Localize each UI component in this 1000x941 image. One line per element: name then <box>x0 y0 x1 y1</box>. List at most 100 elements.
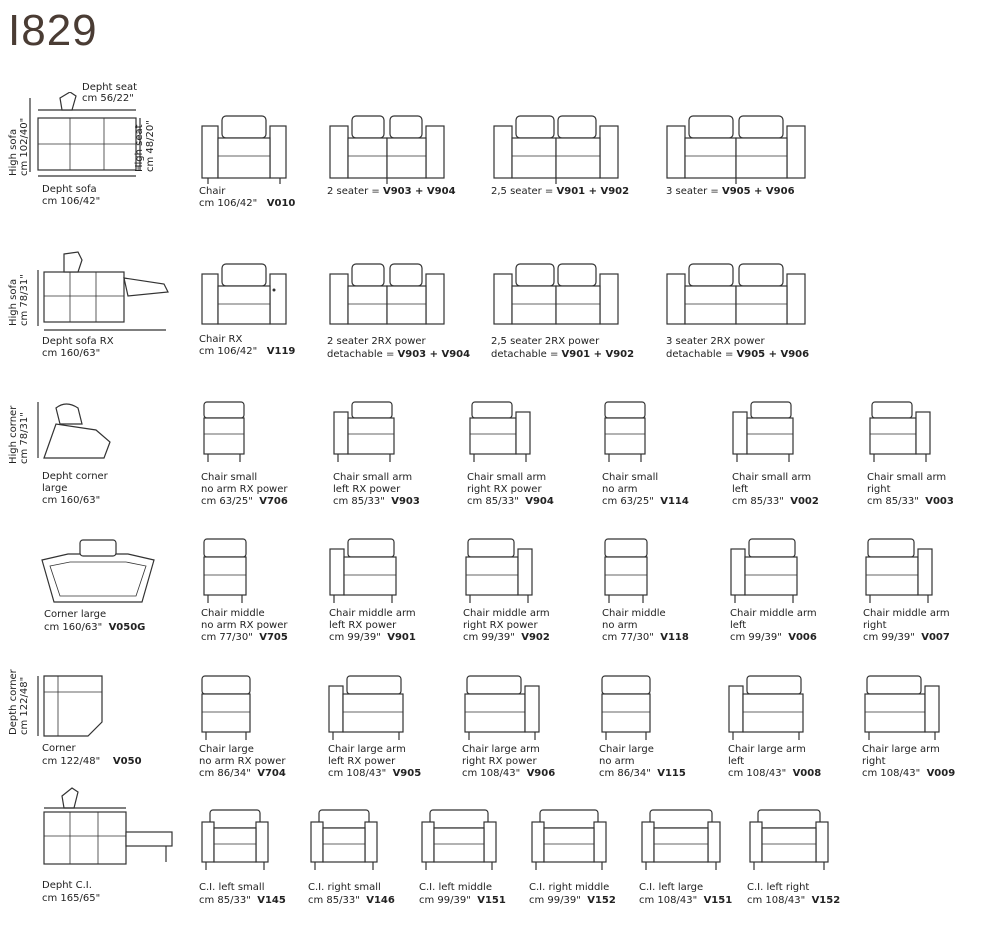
row3-item5-l1: Chair small arm <box>867 472 947 483</box>
chair-small-no-arm-rx-drawing <box>200 398 248 464</box>
chair-label: Chair <box>199 186 226 197</box>
depht-corner-cm: cm 160/63" <box>42 495 101 506</box>
row5-item5-l1: Chair large arm <box>862 744 940 755</box>
row3-item5-l2: right <box>867 484 891 495</box>
row6-item1-l2: cm 85/33" V146 <box>308 895 395 906</box>
row5-item4-l3: cm 108/43" V008 <box>728 768 822 779</box>
row3-item4-l1: Chair small arm <box>732 472 812 483</box>
row6-item5-l2: cm 108/43" V152 <box>747 895 841 906</box>
chair-small-arm-right-rx-drawing <box>466 398 532 464</box>
depht-sofa-label: Depht sofa <box>42 184 97 195</box>
row4-item4-l3: cm 99/39" V006 <box>730 632 817 643</box>
two-half-seater-rx-code: detachable = V901 + V902 <box>491 349 635 360</box>
row5-item2-l2: right RX power <box>462 756 537 767</box>
row6-item5-l1: C.I. left right <box>747 882 810 893</box>
corner-label: Corner <box>42 743 76 754</box>
row6-item4-l1: C.I. left large <box>639 882 704 893</box>
row5-item3-l2: no arm <box>599 756 635 767</box>
two-half-seater-drawing <box>490 112 622 186</box>
row5-item0-l3: cm 86/34" V704 <box>199 768 286 779</box>
depht-corner-label: Depht corner <box>42 471 108 482</box>
high-seat-cm: cm 48/20" <box>145 120 156 172</box>
corner-size: cm 122/48" V050 <box>42 756 142 767</box>
high-sofa-rx-cm: cm 78/31" <box>19 274 30 326</box>
two-seater-rx-drawing <box>326 260 448 330</box>
row5-item3-l3: cm 86/34" V115 <box>599 768 686 779</box>
three-seater-rx-drawing <box>665 260 807 330</box>
row3-item0-l1: Chair small <box>201 472 258 483</box>
ci-side-profile-drawing <box>40 786 178 872</box>
row5-item2-l3: cm 108/43" V906 <box>462 768 556 779</box>
row3-item2-l2: right RX power <box>467 484 542 495</box>
chair-large-no-arm-rx-drawing <box>198 672 254 742</box>
chair-small-arm-right-drawing <box>866 398 932 464</box>
row5-item1-l2: left RX power <box>328 756 396 767</box>
row6-item3-l1: C.I. right middle <box>529 882 610 893</box>
row4-item2-l2: right RX power <box>463 620 538 631</box>
row3-item3-l1: Chair small <box>602 472 659 483</box>
chair-small-arm-left-rx-drawing <box>332 398 398 464</box>
two-half-seater-rx-label: 2,5 seater 2RX power <box>491 336 600 347</box>
row3-item3-l2: no arm <box>602 484 638 495</box>
chair-middle-arm-right-drawing <box>862 535 934 605</box>
two-half-seater-label: 2,5 seater = V901 + V902 <box>491 186 630 197</box>
row5-item5-l2: right <box>862 756 886 767</box>
row3-item1-l2: left RX power <box>333 484 401 495</box>
ci-right-small-drawing <box>307 806 381 872</box>
two-seater-label: 2 seater = V903 + V904 <box>327 186 456 197</box>
row3-item2-l1: Chair small arm <box>467 472 547 483</box>
row4-item5-l2: right <box>863 620 887 631</box>
page-title: I829 <box>8 6 98 55</box>
row4-item0-l1: Chair middle <box>201 608 265 619</box>
row6-item4-l2: cm 108/43" V151 <box>639 895 733 906</box>
row3-item4-l3: cm 85/33" V002 <box>732 496 819 507</box>
row4-item3-l1: Chair middle <box>602 608 666 619</box>
high-seat-label: High seat <box>134 124 145 172</box>
chair-large-arm-left-rx-drawing <box>327 672 407 742</box>
row5-item5-l3: cm 108/43" V009 <box>862 768 956 779</box>
three-seater-drawing <box>665 112 807 186</box>
row5-item3-l1: Chair large <box>599 744 654 755</box>
chair-small-no-arm-drawing <box>601 398 649 464</box>
three-seater-rx-label: 3 seater 2RX power <box>666 336 765 347</box>
chair-drawing <box>198 112 290 186</box>
depht-ci-cm: cm 165/65" <box>42 893 101 904</box>
row4-item5-l3: cm 99/39" V007 <box>863 632 950 643</box>
side-profile-sofa <box>28 92 158 182</box>
row5-item4-l1: Chair large arm <box>728 744 806 755</box>
ci-left-right-drawing <box>746 806 832 872</box>
depht-seat-cm: cm 56/22" <box>82 93 134 104</box>
depth-corner-label: Depth corner <box>8 669 19 735</box>
high-sofa-label: High sofa <box>8 128 19 176</box>
row5-item1-l1: Chair large arm <box>328 744 406 755</box>
row4-item1-l2: left RX power <box>329 620 397 631</box>
chair-large-arm-right-rx-drawing <box>461 672 541 742</box>
row6-item2-l1: C.I. left middle <box>419 882 492 893</box>
chair-large-arm-right-drawing <box>861 672 941 742</box>
chair-large-no-arm-drawing <box>598 672 654 742</box>
high-corner-label: High corner <box>8 405 19 464</box>
row6-item0-l2: cm 85/33" V145 <box>199 895 286 906</box>
high-sofa-cm: cm 102/40" <box>19 117 30 176</box>
three-seater-label: 3 seater = V905 + V906 <box>666 186 795 197</box>
row5-item0-l2: no arm RX power <box>199 756 286 767</box>
ci-left-small-drawing <box>198 806 272 872</box>
corner-large-size: cm 160/63" V050G <box>44 622 146 633</box>
chair-middle-no-arm-drawing <box>601 535 651 605</box>
row4-item0-l3: cm 77/30" V705 <box>201 632 288 643</box>
row4-item5-l1: Chair middle arm <box>863 608 950 619</box>
depht-ci-label: Depht C.I. <box>42 880 92 891</box>
two-seater-rx-label: 2 seater 2RX power <box>327 336 426 347</box>
row3-item0-l3: cm 63/25" V706 <box>201 496 288 507</box>
row4-item1-l3: cm 99/39" V901 <box>329 632 416 643</box>
row6-item0-l1: C.I. left small <box>199 882 265 893</box>
ci-left-large-drawing <box>638 806 724 872</box>
chair-middle-no-arm-rx-drawing <box>200 535 250 605</box>
two-seater-drawing <box>326 112 448 186</box>
row3-item3-l3: cm 63/25" V114 <box>602 496 689 507</box>
row4-item2-l3: cm 99/39" V902 <box>463 632 550 643</box>
chair-middle-arm-left-drawing <box>729 535 801 605</box>
row3-item0-l2: no arm RX power <box>201 484 288 495</box>
row3-item2-l3: cm 85/33" V904 <box>467 496 554 507</box>
row6-item1-l1: C.I. right small <box>308 882 381 893</box>
